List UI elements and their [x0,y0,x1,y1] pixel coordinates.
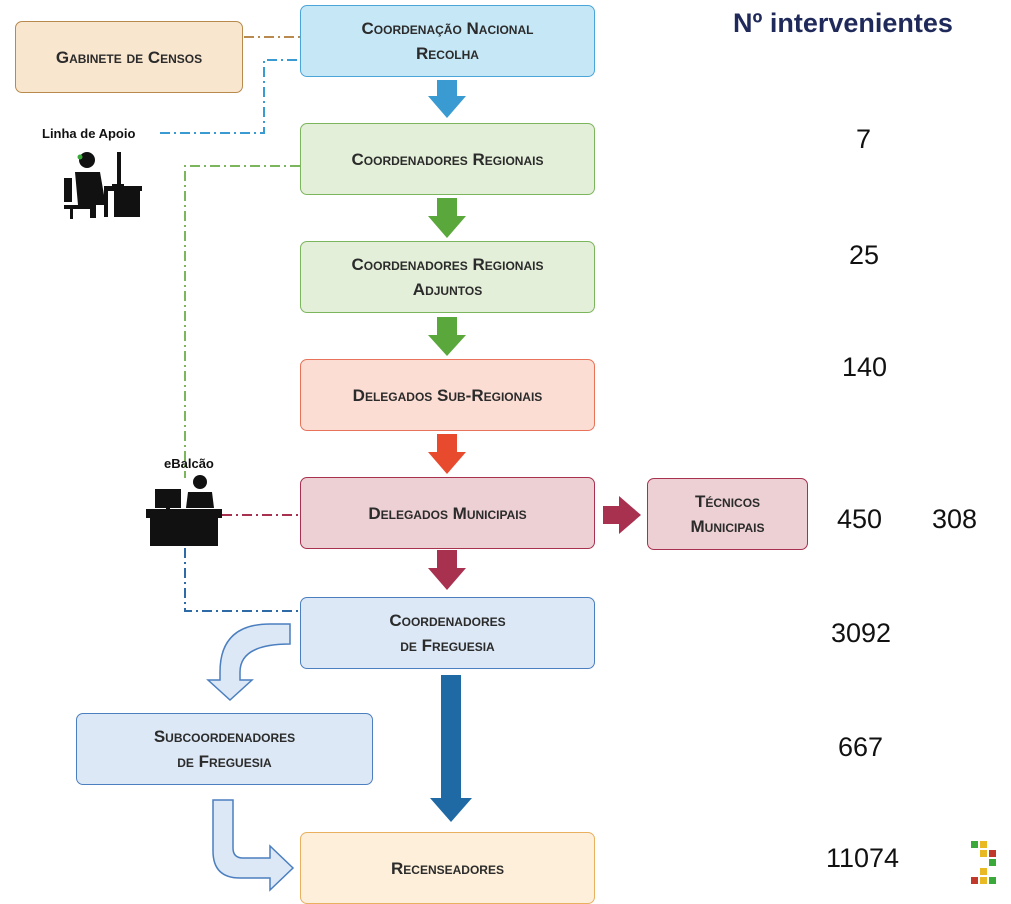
box-coord-nacional-line-1: Coordenação Nacional [361,19,534,38]
help-desk-icon [146,475,222,546]
box-coordenadores-regionais-adjuntos: Coordenadores Regionais Adjuntos [300,241,595,313]
box-coordenacao-nacional: Coordenação Nacional Recolha [300,5,595,77]
count-tecnicos-municipais: 308 [932,504,978,534]
box-recenseadores: Recenseadores [300,832,595,904]
linha-apoio-connector [160,59,302,134]
box-subcoordenadores-freguesia: Subcoordenadores de Freguesia [76,713,373,785]
arrow-blue [428,80,466,118]
arrow-wine-right [603,496,641,534]
box-delegados-mun-line-1: Delegados Municipais [368,503,527,523]
linha-apoio-label: Linha de Apoio [42,126,136,141]
count-coordenadores-freguesia: 3092 [831,618,892,648]
box-subcoord-line-2: de Freguesia [177,752,272,771]
box-coord-reg-adj-line-1: Coordenadores Regionais [351,255,544,274]
arrow-wine-down [428,550,466,590]
box-tecnicos-municipais: Técnicos Municipais [647,478,808,550]
box-delegados-sub-line-1: Delegados Sub-Regionais [352,385,543,405]
ebalcao-freguesia-connector [184,548,300,612]
ebalcao-label: eBalcão [164,456,214,471]
census-logo-icon [971,841,996,884]
box-coordenadores-freguesia: Coordenadores de Freguesia [300,597,595,669]
box-coord-freguesia-line-2: de Freguesia [400,636,495,655]
regionais-connector [184,165,300,478]
arrow-red [428,434,466,474]
arrow-green-1 [428,198,466,238]
box-delegados-municipais: Delegados Municipais [300,477,595,549]
box-coordenadores-regionais: Coordenadores Regionais [300,123,595,195]
box-tecnicos-line-1: Técnicos [694,492,761,511]
box-gabinete-censos: Gabinete de Censos [15,21,243,93]
box-coord-nacional-line-2: Recolha [416,44,479,63]
arrow-elbow-right [212,799,295,892]
box-delegados-sub-regionais: Delegados Sub-Regionais [300,359,595,431]
count-coordenadores-regionais-adjuntos: 25 [849,240,880,270]
box-gabinete-line-1: Gabinete de Censos [55,47,203,67]
count-recenseadores: 11074 [826,843,900,873]
call-center-agent-icon [64,152,142,219]
interventores-header: Nº intervenientes [733,8,953,38]
arrow-curved-left [206,623,291,702]
box-coord-reg-adj-line-2: Adjuntos [412,280,483,299]
count-delegados-municipais: 450 [837,504,883,534]
arrow-green-2 [428,317,466,356]
count-subcoordenadores-freguesia: 667 [838,732,884,762]
box-coord-regionais-line-1: Coordenadores Regionais [351,149,544,169]
count-coordenadores-regionais: 7 [856,124,872,154]
box-recenseadores-line-1: Recenseadores [391,858,504,878]
arrow-long-blue [430,675,472,822]
box-tecnicos-line-2: Municipais [690,517,765,536]
count-delegados-sub-regionais: 140 [842,352,888,382]
box-coord-freguesia-line-1: Coordenadores [389,611,506,630]
box-subcoord-line-1: Subcoordenadores [153,727,296,746]
